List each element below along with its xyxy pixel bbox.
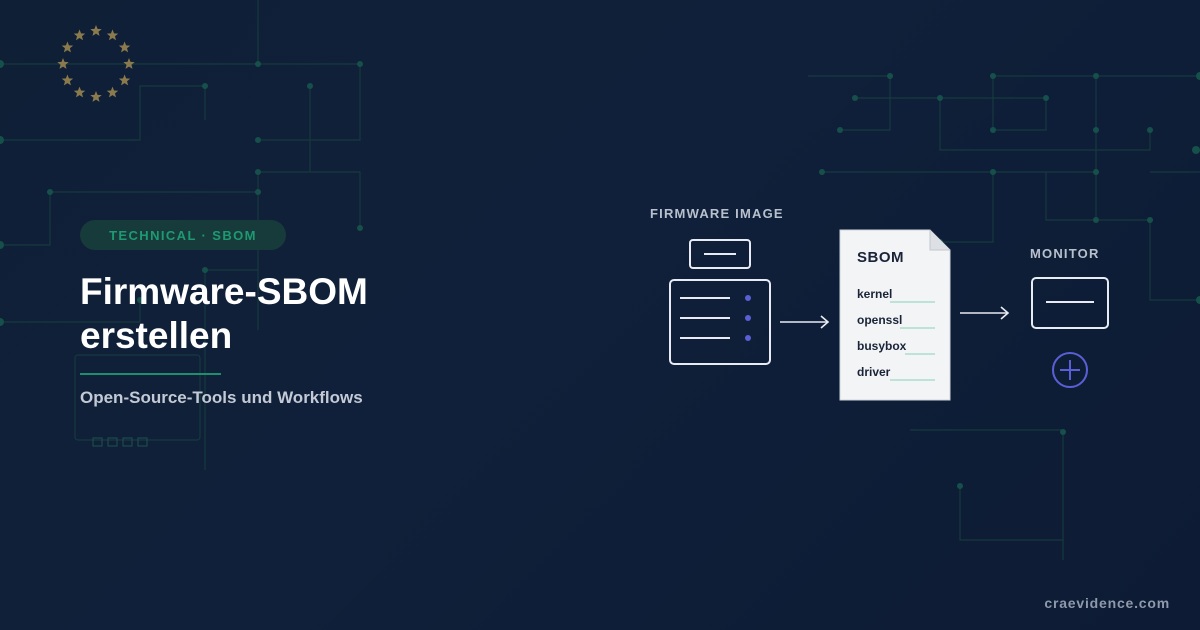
page-title: Firmware-SBOM erstellen <box>80 270 500 358</box>
sbom-item-busybox: busybox <box>857 339 907 353</box>
plus-circle-icon <box>1052 352 1088 388</box>
sbom-title: SBOM <box>857 249 904 266</box>
eu-star <box>123 58 135 69</box>
eu-star <box>118 74 131 86</box>
sbom-document-icon <box>839 229 951 401</box>
eu-star <box>61 41 74 53</box>
page-title-line-2: erstellen <box>80 315 233 356</box>
eu-star <box>106 86 119 98</box>
page-subtitle: Open-Source-Tools und Workflows <box>80 388 363 407</box>
sbom-item-driver: driver <box>857 365 891 379</box>
monitor-label: MONITOR <box>1030 246 1100 261</box>
sbom-item-openssl: openssl <box>857 313 903 327</box>
firmware-image-label: FIRMWARE IMAGE <box>650 206 784 221</box>
eu-star <box>73 29 86 41</box>
eu-star <box>61 74 74 86</box>
eu-star <box>118 41 131 53</box>
eu-star <box>90 25 102 36</box>
title-divider <box>80 373 221 375</box>
monitor-icon <box>1031 277 1109 329</box>
firmware-server-icon <box>669 239 771 365</box>
page-title-line-1: Firmware-SBOM <box>80 271 368 312</box>
arrow-right-icon <box>780 315 830 329</box>
arrow-right-icon <box>960 306 1010 320</box>
sbom-item-kernel: kernel <box>857 287 893 301</box>
eu-star <box>73 86 86 98</box>
eu-star <box>90 91 102 102</box>
eu-star <box>106 29 119 41</box>
category-badge: TECHNICAL · SBOM <box>80 220 286 250</box>
eu-stars-icon <box>57 25 135 102</box>
site-domain: craevidence.com <box>1044 595 1170 611</box>
eu-star <box>57 58 69 69</box>
